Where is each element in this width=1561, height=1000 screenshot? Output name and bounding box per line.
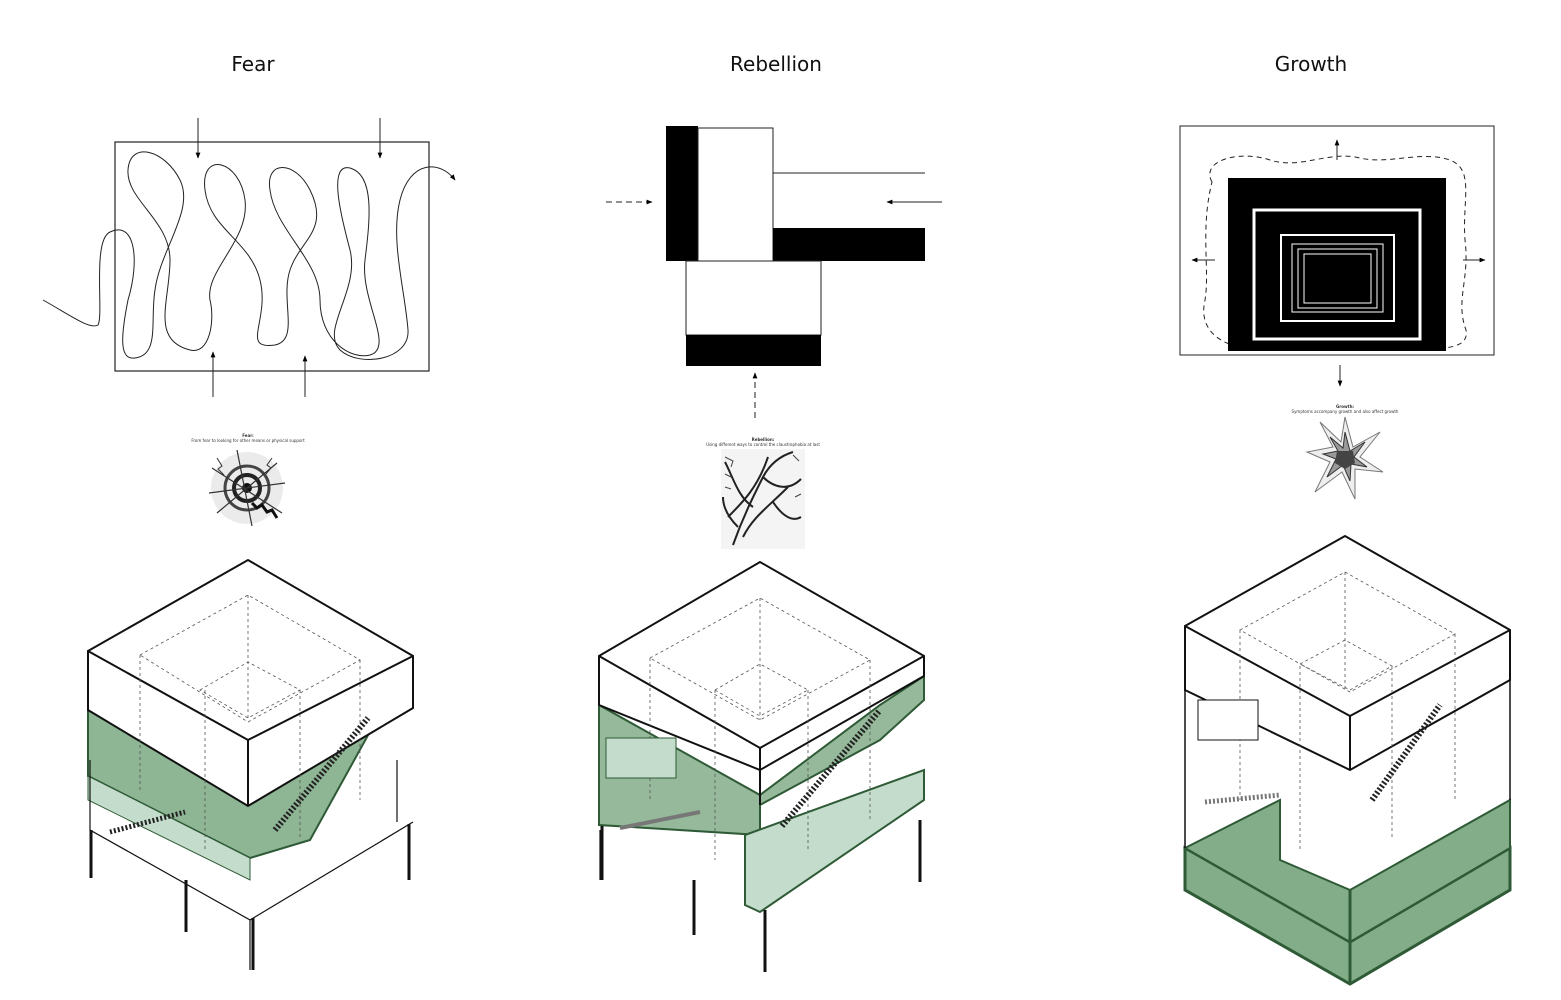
growth-title: Growth (1274, 52, 1348, 76)
rebellion-title: Rebellion (730, 52, 822, 76)
fear-caption-heading: Fear: (242, 433, 254, 438)
growth-caption: Growth: Symptoms accompany growth and al… (1292, 404, 1399, 414)
growth-building (1182, 534, 1512, 986)
fear-sketch (208, 449, 286, 527)
fear-caption-text: From fear to looking for other means or … (191, 438, 305, 443)
rebellion-caption-text: Using different ways to control the clau… (706, 442, 820, 447)
growth-sketch (1305, 416, 1384, 500)
growth-caption-heading: Growth: (1335, 404, 1355, 409)
rebellion-caption-heading: Rebellion: (751, 437, 775, 442)
rebellion-diagram (606, 126, 942, 418)
rebellion-sketch (721, 449, 805, 549)
fear-building (87, 558, 414, 970)
fear-caption: Fear: From fear to looking for other mea… (191, 433, 304, 443)
fear-title: Fear (231, 52, 275, 76)
growth-caption-text: Symptoms accompany growth and also affec… (1291, 409, 1399, 414)
growth-diagram (1179, 125, 1495, 387)
rebellion-caption: Rebellion: Using different ways to contr… (706, 437, 820, 447)
fear-diagram (42, 118, 456, 397)
rebellion-building (598, 560, 925, 972)
